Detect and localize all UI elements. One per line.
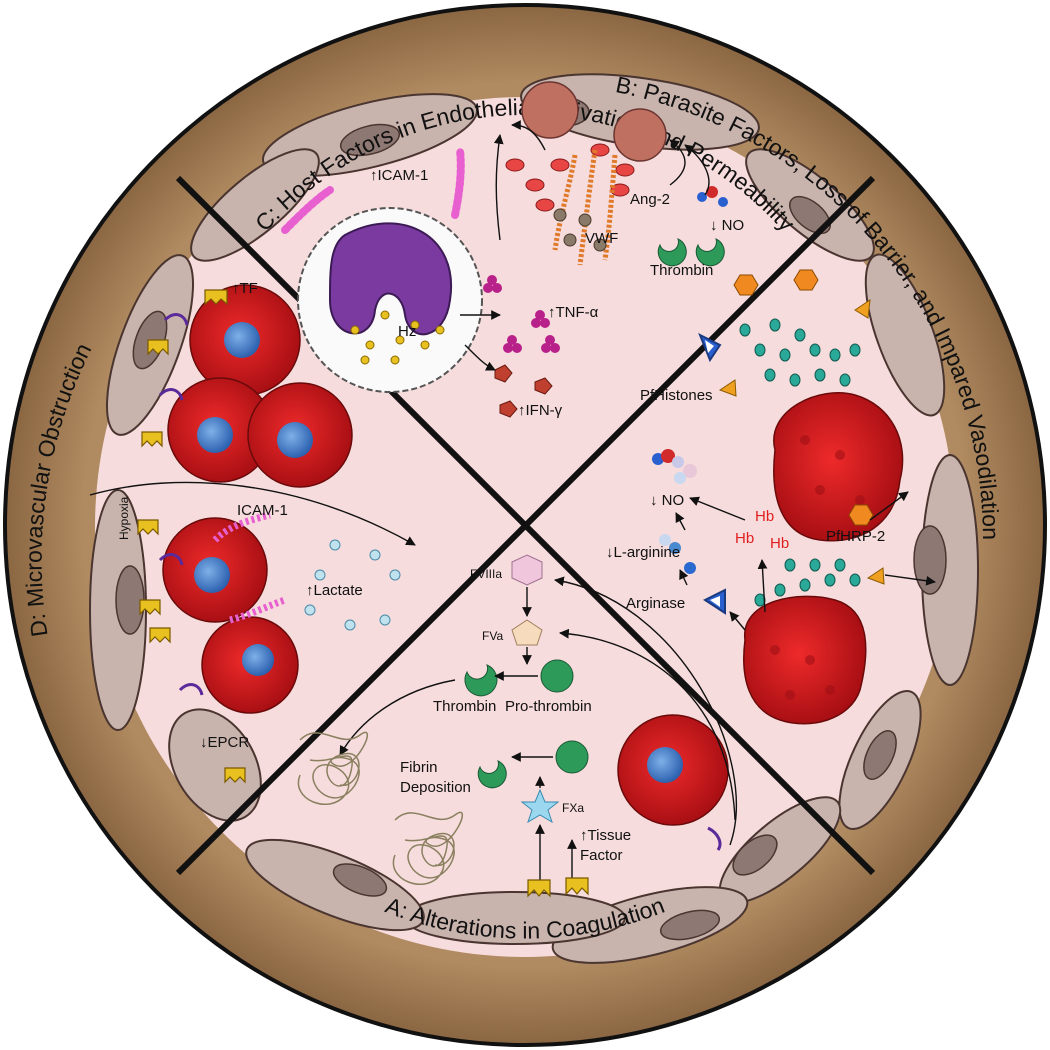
label-fxa: FXa <box>562 801 584 815</box>
label-hb-1: Hb <box>755 508 774 525</box>
label-fva: FVa <box>482 629 503 643</box>
label-vwf: VWF <box>585 230 618 247</box>
label-fviiia: FVIIIa <box>470 567 502 581</box>
label-hz: Hz <box>398 323 416 340</box>
label-arginase: Arginase <box>626 595 685 612</box>
label-fibrin2: Deposition <box>400 779 471 796</box>
hemozoin-granules <box>350 310 445 365</box>
infected-rbc-cluster <box>162 284 353 714</box>
label-lactate: ↑Lactate <box>306 582 363 599</box>
label-no-c: ↓ NO <box>710 217 744 234</box>
leukocyte-nucleus <box>328 222 453 336</box>
label-ang2: Ang-2 <box>630 191 670 208</box>
label-epcr: ↓EPCR <box>200 734 249 751</box>
label-hb-3: Hb <box>770 535 789 552</box>
section-d-content: ↑TF ICAM-1 ↓EPCR Hypoxia ↑Lactate <box>89 280 416 784</box>
endothelial-ring <box>89 73 979 964</box>
label-icam1-c: ↑ICAM-1 <box>370 167 428 184</box>
label-tf: ↑TF <box>232 280 258 297</box>
label-thrombin-a: Thrombin <box>433 698 496 715</box>
label-fibrin1: Fibrin <box>400 759 438 776</box>
label-tnf: ↑TNF-α <box>548 304 599 321</box>
label-icam1-d: ICAM-1 <box>237 502 288 519</box>
label-tissue2: Factor <box>580 847 623 864</box>
label-hypoxia: Hypoxia <box>117 496 131 540</box>
section-c-content: Hz ↑ICAM-1 VWF Ang-2 ↓ NO Thrombin <box>281 81 744 419</box>
divider-ne-sw <box>175 175 876 876</box>
label-larginine: ↓L-arginine <box>606 544 680 561</box>
label-hb-2: Hb <box>735 530 754 547</box>
label-pfhistones: PfHistones <box>640 387 713 404</box>
label-prothrombin: Pro-thrombin <box>505 698 592 715</box>
section-b-content: PfHistones ↓ NO ↓L-arginine Arginase Hb … <box>606 269 936 725</box>
section-a-content: FVIIIa FVa Thrombin Pro-thrombin Fibrin … <box>297 554 737 898</box>
label-tissue1: ↑Tissue <box>580 827 631 844</box>
label-ifn: ↑IFN-γ <box>518 402 563 419</box>
label-no-b: ↓ NO <box>650 492 684 509</box>
label-pfhrp2: PfHRP-2 <box>826 528 885 545</box>
label-thrombin-c: Thrombin <box>650 262 713 279</box>
